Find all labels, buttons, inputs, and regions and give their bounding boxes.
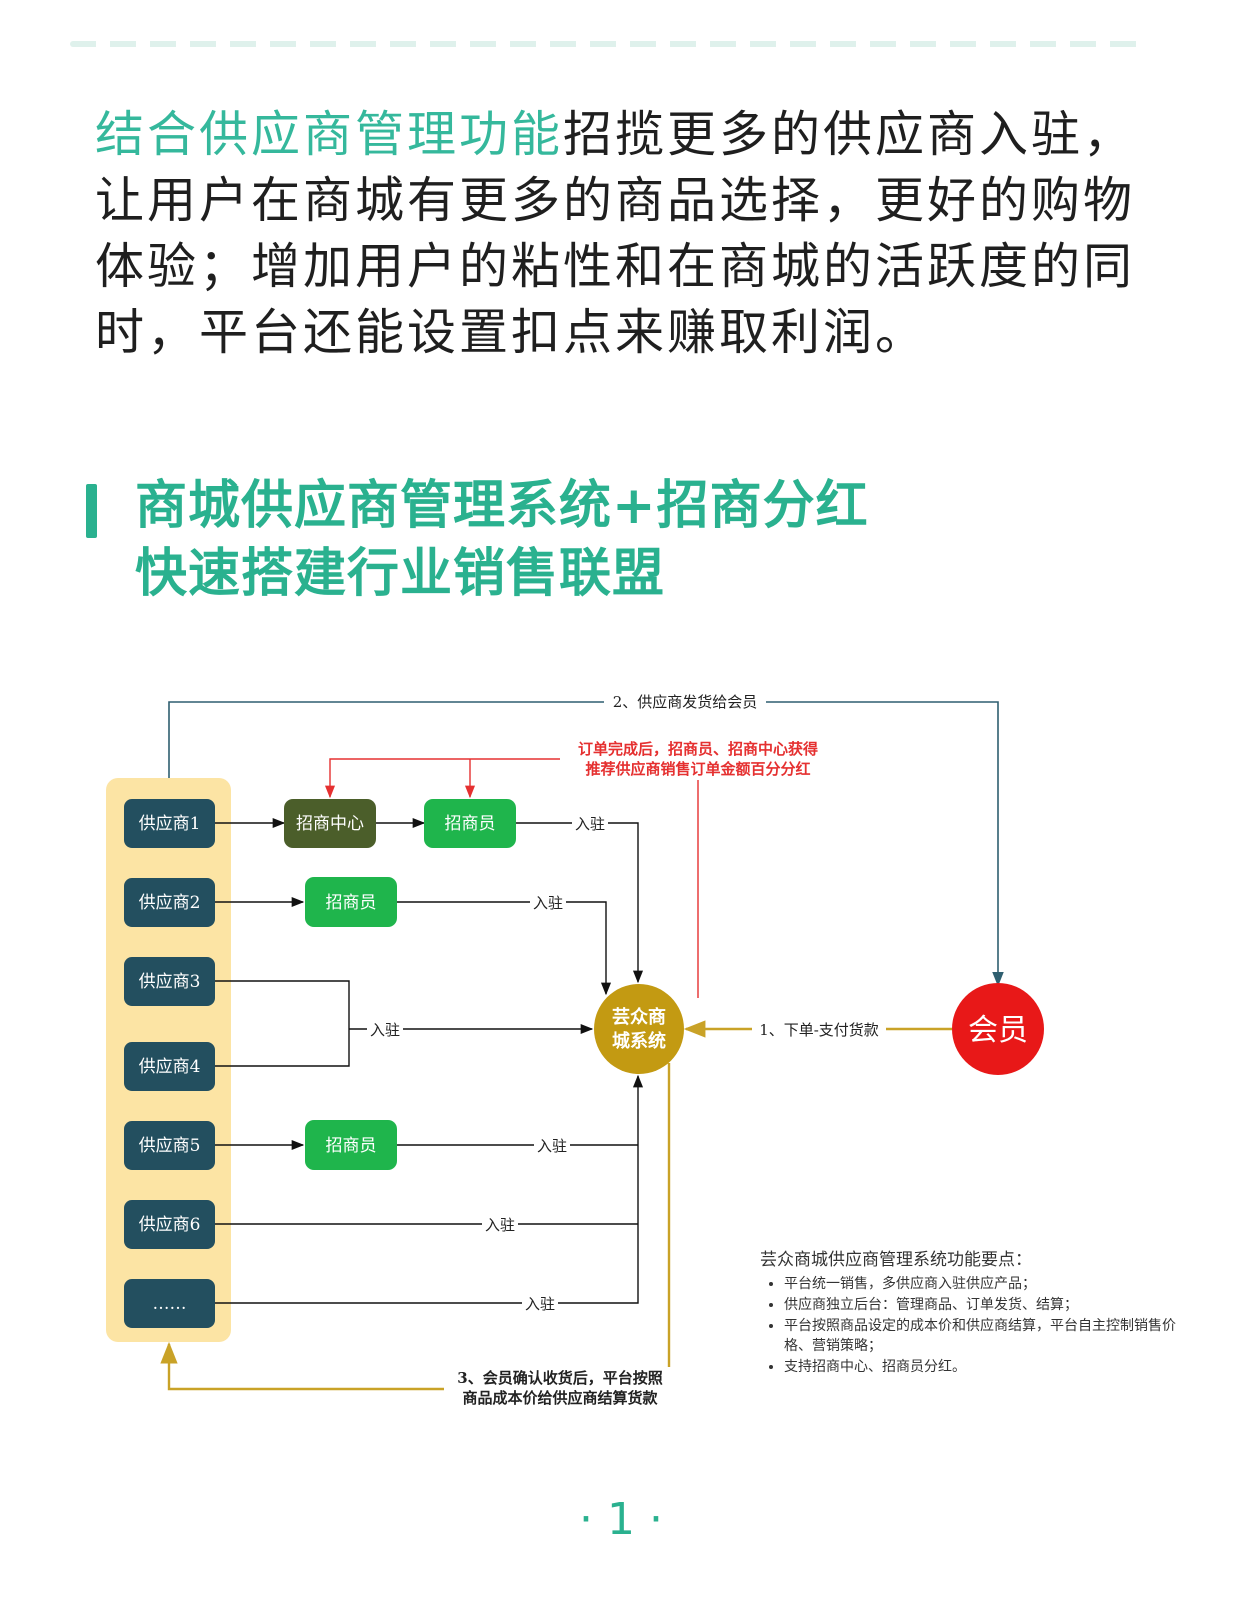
agent-node: 招商员 (305, 1120, 397, 1170)
top-dashed-divider (70, 41, 1140, 47)
line-agent2-hub (397, 901, 612, 996)
bonus-line-center (324, 758, 470, 799)
notes-item: 平台统一销售，多供应商入驻供应产品； (784, 1274, 1180, 1294)
supplier-node-box (124, 957, 215, 1006)
supplier-node-label: 供应商6 (139, 1215, 201, 1235)
member-node-label: 会员 (968, 1013, 1028, 1048)
supplier-node-box (124, 1279, 215, 1328)
hub-node-circle (594, 984, 684, 1074)
bonus-line (470, 758, 699, 998)
intro-highlight: 结合供应商管理功能 (95, 106, 564, 163)
supplier-nodes: 供应商1 供应商2 供应商3 供应商4 供应商5 供应商6 …… (124, 799, 215, 1328)
intro-paragraph: 结合供应商管理功能招揽更多的供应商入驻，让用户在商城有更多的商品选择，更好的购物… (95, 102, 1155, 366)
settle-label-line1: 3、会员确认收货后，平台按照 (457, 1369, 662, 1387)
section-title-line2: 快速搭建行业销售联盟 (135, 544, 666, 604)
ship-to-member-line (168, 701, 1004, 987)
red-label-bg (560, 738, 836, 780)
supplier-node-label: 供应商4 (139, 1057, 201, 1077)
supplier-node: 供应商4 (124, 1042, 215, 1091)
hub-node: 芸众商 城系统 (594, 984, 684, 1074)
join-label: 入驻 (533, 894, 563, 912)
feature-notes: 芸众商城供应商管理系统功能要点： 平台统一销售，多供应商入驻供应产品； 供应商独… (760, 1245, 1180, 1378)
center-node: 招商中心 (284, 799, 376, 848)
join-lines (215, 817, 644, 1304)
section-title-line1: 商城供应商管理系统+招商分红 (135, 476, 869, 536)
supplier-node-box (124, 1200, 215, 1249)
join-labels: 入驻 入驻 入驻 入驻 入驻 入驻 (367, 814, 608, 1313)
member-node-circle (952, 983, 1044, 1075)
section-accent-bar (86, 484, 97, 538)
supplier-node: 供应商2 (124, 878, 215, 927)
hub-node-line1: 芸众商 (612, 1006, 666, 1028)
supplier-node-box (124, 878, 215, 927)
join-label: 入驻 (485, 1216, 515, 1234)
agent-node: 招商员 (305, 877, 397, 927)
line-agent1-hub (516, 822, 644, 984)
supplier-node-label: 供应商3 (139, 972, 201, 992)
notes-list: 平台统一销售，多供应商入驻供应产品； 供应商独立后台：管理商品、订单发货、结算；… (760, 1274, 1180, 1377)
order-label: 1、下单-支付货款 (759, 1021, 879, 1039)
section-title: 商城供应商管理系统+招商分红 快速搭建行业销售联盟 (135, 472, 869, 608)
top-label-bg (604, 691, 766, 713)
notes-item: 平台按照商品设定的成本价和供应商结算，平台自主控制销售价格、营销策略； (784, 1316, 1180, 1356)
agent-node-box (424, 799, 516, 848)
agent-node-label: 招商员 (326, 893, 377, 913)
settle-label-bg (444, 1367, 676, 1407)
center-node-label: 招商中心 (296, 814, 364, 834)
agent-node-label: 招商员 (326, 1136, 377, 1156)
agent-node-box (305, 1120, 397, 1170)
supplier-node-box (124, 1042, 215, 1091)
agent-node-box (305, 877, 397, 927)
page-number: · 1 · (579, 1494, 663, 1545)
supplier-node-label: 供应商2 (139, 893, 201, 913)
supplier-node-label: 供应商1 (139, 814, 201, 834)
notes-title: 芸众商城供应商管理系统功能要点： (760, 1250, 1032, 1270)
supplier-node: 供应商6 (124, 1200, 215, 1249)
hub-node-line2: 城系统 (612, 1030, 666, 1052)
line-s3-s4-bracket (215, 980, 350, 1067)
agent-node-label: 招商员 (445, 814, 496, 834)
agent-node: 招商员 (424, 799, 516, 848)
settle-label-line2: 商品成本价给供应商结算货款 (462, 1389, 658, 1407)
red-label-line1: 订单完成后，招商员、招商中心获得 (578, 740, 818, 758)
supplier-node: 供应商5 (124, 1121, 215, 1170)
supplier-node: 供应商1 (124, 799, 215, 848)
top-label: 2、供应商发货给会员 (613, 693, 758, 711)
join-label: 入驻 (537, 1137, 567, 1155)
join-label: 入驻 (370, 1021, 400, 1039)
supplier-node: …… (124, 1279, 215, 1328)
join-label: 入驻 (525, 1295, 555, 1313)
supplier-node-box (124, 799, 215, 848)
order-label-bg (752, 1019, 886, 1039)
member-node: 会员 (952, 983, 1044, 1075)
supplier-node-label: 供应商5 (139, 1136, 201, 1156)
notes-item: 供应商独立后台：管理商品、订单发货、结算； (784, 1295, 1180, 1315)
red-label-line2: 推荐供应商销售订单金额百分分红 (585, 760, 810, 778)
center-node-box (284, 799, 376, 848)
line-more-hub (215, 1074, 644, 1304)
supplier-node-box (124, 1121, 215, 1170)
intro-text: 招揽更多的供应商入驻，让用户在商城有更多的商品选择，更好的购物体验；增加用户的粘… (95, 106, 1136, 361)
settlement-line (160, 1063, 671, 1391)
supplier-node-label: …… (153, 1294, 187, 1314)
notes-item: 支持招商中心、招商员分红。 (784, 1357, 1180, 1377)
supplier-node: 供应商3 (124, 957, 215, 1006)
join-label: 入驻 (575, 815, 605, 833)
